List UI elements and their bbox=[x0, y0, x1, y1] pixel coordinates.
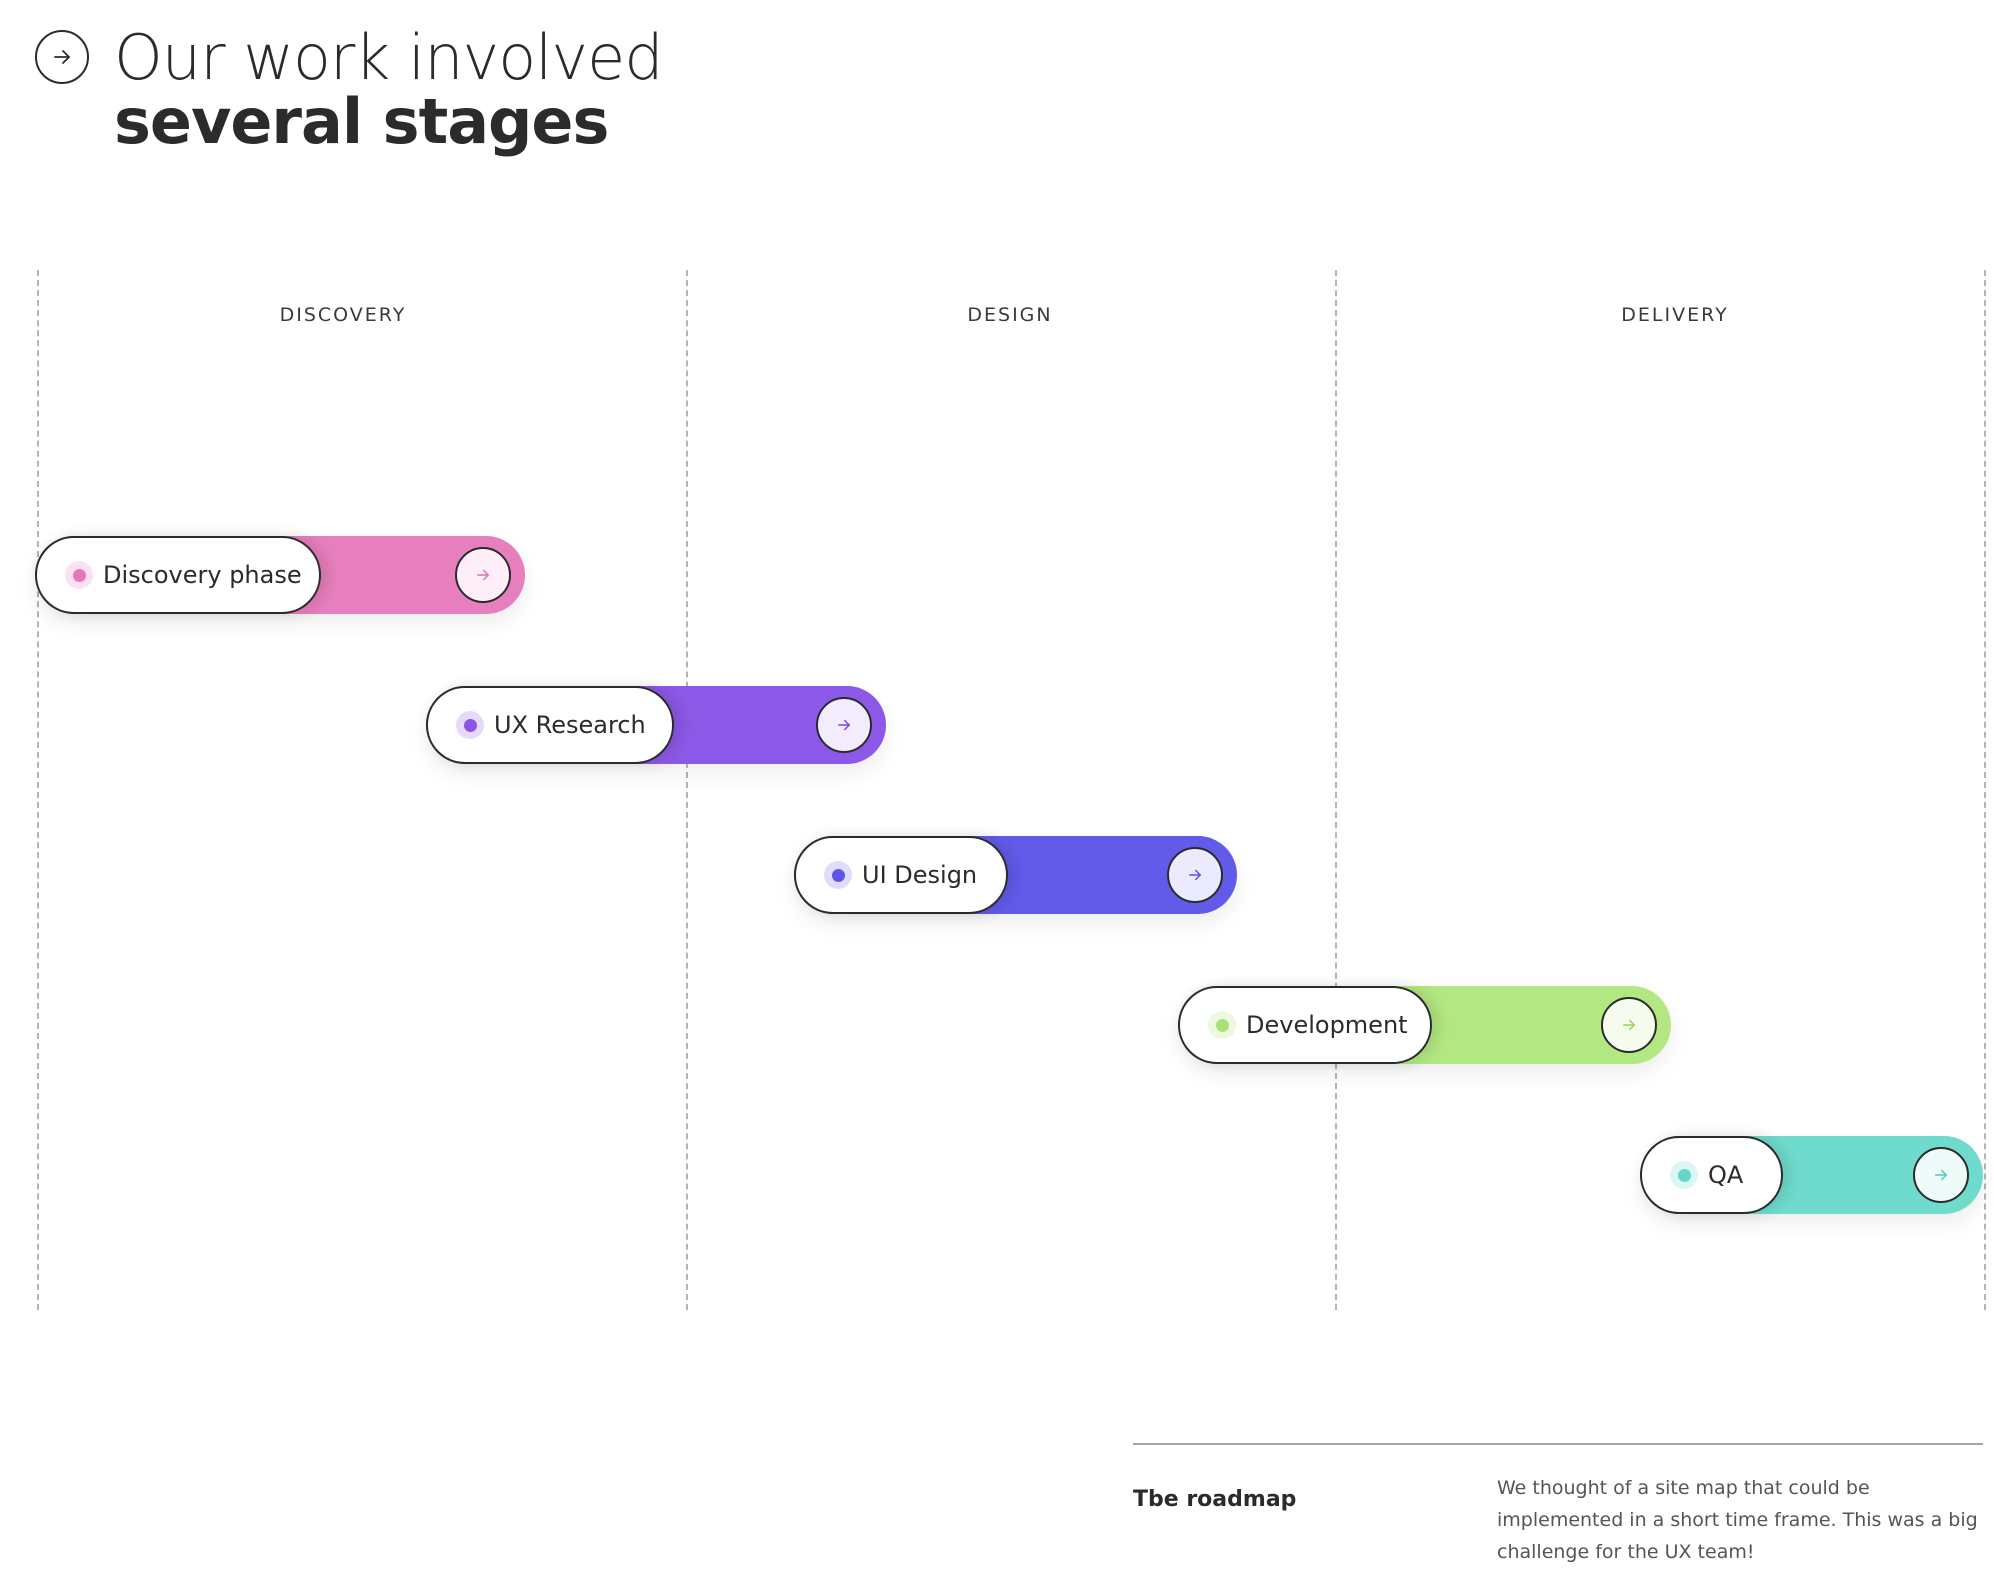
status-dot-halo bbox=[1670, 1161, 1698, 1189]
page-title-line1: Our work involved bbox=[114, 21, 664, 94]
phase-label-design: DESIGN bbox=[967, 304, 1053, 326]
page-title: Our work involved several stages bbox=[114, 21, 664, 158]
stage-pill: Discovery phase bbox=[35, 536, 321, 614]
stage-bar-discovery-phase[interactable]: Discovery phase bbox=[35, 536, 525, 614]
arrow-right-icon[interactable] bbox=[1601, 997, 1657, 1053]
stage-pill: Development bbox=[1178, 986, 1432, 1064]
phase-label-delivery: DELIVERY bbox=[1621, 304, 1729, 326]
footer-description: We thought of a site map that could be i… bbox=[1497, 1477, 1978, 1563]
status-dot bbox=[463, 718, 477, 732]
page-title-line2: several stages bbox=[114, 85, 609, 158]
arrow-right-icon[interactable] bbox=[816, 697, 872, 753]
status-dot bbox=[72, 568, 86, 582]
stage-label: Development bbox=[1246, 1011, 1408, 1039]
timeline-divider bbox=[686, 270, 688, 1310]
stage-bar-qa[interactable]: QA bbox=[1640, 1136, 1983, 1214]
status-dot bbox=[831, 868, 845, 882]
timeline-divider bbox=[37, 270, 39, 1310]
arrow-right-icon[interactable] bbox=[1913, 1147, 1969, 1203]
stage-label: Discovery phase bbox=[103, 561, 302, 589]
footer-title: Tbe roadmap bbox=[1133, 1487, 1297, 1512]
stage-pill: QA bbox=[1640, 1136, 1783, 1214]
status-dot-halo bbox=[65, 561, 93, 589]
footer-divider bbox=[1133, 1443, 1983, 1445]
roadmap-timeline: DISCOVERY DESIGN DELIVERY Discovery phas… bbox=[0, 270, 1994, 1310]
status-dot-halo bbox=[456, 711, 484, 739]
stage-label: UI Design bbox=[862, 861, 978, 889]
status-dot-halo bbox=[824, 861, 852, 889]
status-dot-halo bbox=[1208, 1011, 1236, 1039]
status-dot bbox=[1215, 1018, 1229, 1032]
stage-label: QA bbox=[1708, 1161, 1744, 1189]
stage-pill: UX Research bbox=[426, 686, 674, 764]
arrow-right-icon[interactable] bbox=[35, 30, 89, 84]
stage-bar-development[interactable]: Development bbox=[1178, 986, 1671, 1064]
stage-label: UX Research bbox=[494, 711, 646, 739]
timeline-divider bbox=[1984, 270, 1986, 1310]
stage-bar-ui-design[interactable]: UI Design bbox=[794, 836, 1237, 914]
timeline-divider bbox=[1335, 270, 1337, 1310]
arrow-right-icon[interactable] bbox=[455, 547, 511, 603]
stage-bar-ux-research[interactable]: UX Research bbox=[426, 686, 886, 764]
phase-label-discovery: DISCOVERY bbox=[279, 304, 407, 326]
status-dot bbox=[1677, 1168, 1691, 1182]
stage-pill: UI Design bbox=[794, 836, 1008, 914]
arrow-right-icon[interactable] bbox=[1167, 847, 1223, 903]
